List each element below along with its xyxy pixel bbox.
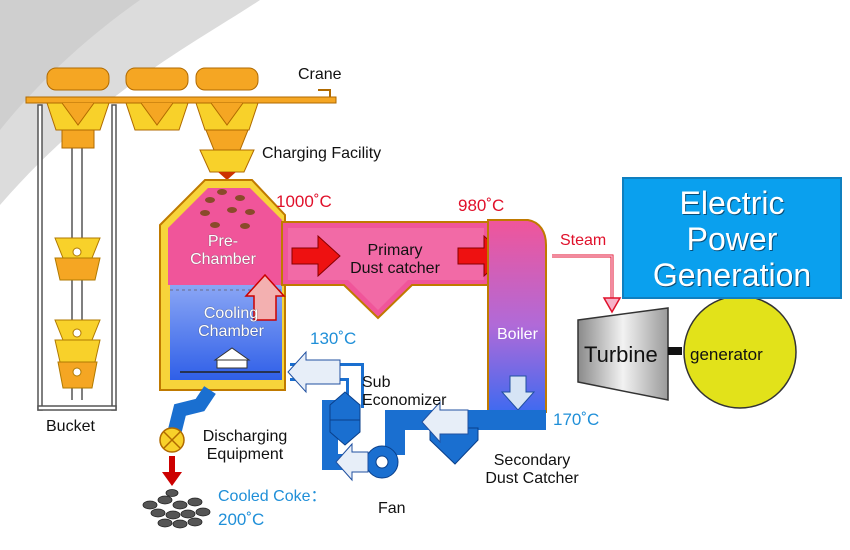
label-discharging-equipment: Discharging Equipment [202,428,288,464]
secondary-dust-catcher [429,427,479,465]
bucket-elevator [37,104,117,411]
label-primary-dust-catcher: Primary Dust catcher [350,242,440,278]
label-bucket: Bucket [46,418,95,435]
crane-bucket [46,67,110,149]
crane-bucket [125,67,189,131]
label-sub-economizer: Sub Economizer [362,374,447,410]
elevator-bucket [54,319,101,389]
steam-line [552,254,622,314]
label-steam: Steam [560,232,607,249]
label-temp-130: 130˚C [310,329,357,348]
label-temp-1000: 1000˚C [276,192,332,211]
red-arrow-icon [291,234,341,278]
label-temp-980: 980˚C [458,196,505,215]
label-crane: Crane [298,66,342,83]
electric-power-generation-box: Electric Power Generation [622,177,842,299]
label-charging-facility: Charging Facility [262,145,382,162]
label-turbine: Turbine [584,342,658,367]
crane-bucket [195,67,259,151]
discharging-equipment [159,427,185,486]
label-temp-200: 200˚C [218,510,265,529]
coke-pieces [200,189,255,229]
up-arrow-icon [244,273,286,321]
label-temp-170: 170˚C [553,410,600,429]
white-arrow-icon [335,442,369,482]
label-cooled-coke: Cooled Coke： [218,488,327,505]
label-pre-chamber: Pre- Chamber [190,233,256,269]
turbine [577,307,669,401]
fan [365,445,399,479]
white-arrow-icon [287,350,341,394]
crane [25,67,337,151]
sub-economizer [329,391,361,446]
elevator-bucket [54,237,101,281]
white-arrow-icon [421,400,469,444]
label-fan: Fan [378,500,406,517]
label-secondary-dust-catcher: Secondary Dust Catcher [485,452,579,488]
cdq-chamber [159,179,286,391]
label-cooling-chamber: Cooling Chamber [198,305,264,341]
label-boiler: Boiler [497,326,538,343]
turbine-shaft [668,347,682,355]
background-swoosh-2 [0,0,140,130]
label-electric-power-generation: Electric Power Generation [652,185,812,293]
cooled-coke-pile [142,489,211,529]
charging-facility [199,149,255,180]
boiler [487,219,547,413]
label-generator: generator [690,345,763,364]
